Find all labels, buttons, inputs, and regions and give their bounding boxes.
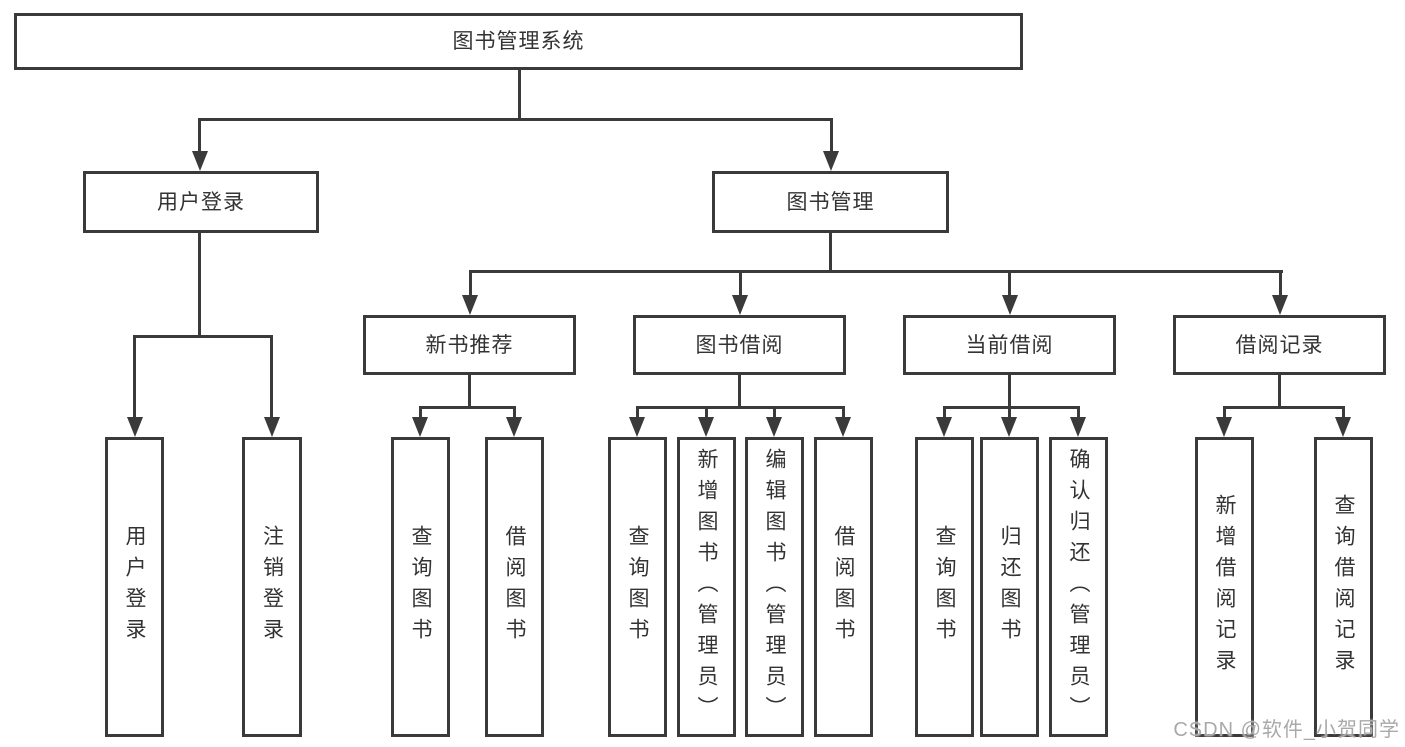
connector-book-mgmt-hline [469,270,1283,273]
connector-bb-stem [738,375,741,406]
connector-root-hline [199,118,832,121]
connector-nbr-arm-2 [513,406,516,417]
arrowhead-bb-add-book [698,417,714,437]
leaf-cb-query-books: 查询图书 [915,437,974,737]
arrowhead-book-borrow [732,295,748,315]
connector-bb-arm-1 [636,406,639,417]
connector-cb-arm-1 [943,406,946,417]
connector-root-arm-right [830,118,833,151]
connector-bb-arm-2 [705,406,708,417]
connector-bb-arm-4 [842,406,845,417]
connector-book-mgmt-arm-4 [1279,270,1282,295]
connector-br-arm-1 [1223,406,1226,417]
arrowhead-leaf-user-login [127,417,143,437]
leaf-nbr-borrow-books: 借阅图书 [485,437,544,737]
connector-user-login-arm-2 [270,335,273,417]
arrowhead-new-book-recommend [462,295,478,315]
arrowhead-nbr-borrow-books [506,417,522,437]
connector-nbr-stem [468,375,471,406]
leaf-bb-query-books: 查询图书 [608,437,667,737]
leaf-user-login: 用户登录 [105,437,164,737]
arrowhead-br-query-record [1335,417,1351,437]
arrowhead-cb-query-books [936,417,952,437]
arrowhead-user-login [192,151,208,171]
leaf-cb-confirm-return-admin: 确认归还（管理员） [1049,437,1108,737]
connector-cb-arm-2 [1008,406,1011,417]
leaf-nbr-query-books: 查询图书 [391,437,450,737]
leaf-br-add-borrow-record: 新增借阅记录 [1195,437,1254,737]
arrowhead-borrow-records [1272,295,1288,315]
arrowhead-nbr-query-books [412,417,428,437]
arrowhead-cb-confirm-return [1070,417,1086,437]
node-book-borrow: 图书借阅 [633,315,846,375]
arrowhead-br-add-record [1216,417,1232,437]
connector-user-login-hline [133,335,273,338]
connector-bb-arm-3 [773,406,776,417]
connector-book-mgmt-arm-3 [1008,270,1011,295]
connector-cb-stem [1008,375,1011,406]
leaf-bb-borrow-books: 借阅图书 [814,437,873,737]
leaf-br-query-borrow-record: 查询借阅记录 [1314,437,1373,737]
leaf-bb-edit-book-admin: 编辑图书（管理员） [745,437,804,737]
node-root: 图书管理系统 [14,13,1023,70]
watermark-text: CSDN @软件_小贺同学 [1173,719,1400,741]
connector-book-mgmt-arm-2 [739,270,742,295]
arrowhead-book-management [823,151,839,171]
connector-nbr-arm-1 [419,406,422,417]
connector-nbr-hline [419,406,516,409]
node-book-management: 图书管理 [712,171,949,233]
connector-br-stem [1278,375,1281,406]
connector-root-arm-left [198,118,201,151]
connector-br-hline [1223,406,1345,409]
connector-br-arm-2 [1342,406,1345,417]
arrowhead-cb-return-books [1001,417,1017,437]
connector-cb-arm-3 [1077,406,1080,417]
connector-user-login-stem [198,233,201,335]
arrowhead-bb-query-books [629,417,645,437]
leaf-logout-login: 注销登录 [242,437,302,737]
node-user-login: 用户登录 [83,171,319,233]
connector-user-login-arm-1 [133,335,136,417]
leaf-cb-return-books: 归还图书 [980,437,1039,737]
connector-bb-hline [636,406,845,409]
connector-root-stem [518,70,521,118]
arrowhead-leaf-logout [264,417,280,437]
arrowhead-current-borrow [1002,295,1018,315]
connector-cb-hline [943,406,1080,409]
node-current-borrow: 当前借阅 [903,315,1116,375]
connector-book-mgmt-stem [829,233,832,270]
node-new-book-recommend: 新书推荐 [363,315,576,375]
arrowhead-bb-borrow-books [835,417,851,437]
node-borrow-records: 借阅记录 [1173,315,1386,375]
arrowhead-bb-edit-book [766,417,782,437]
leaf-bb-add-book-admin: 新增图书（管理员） [677,437,736,737]
connector-book-mgmt-arm-1 [469,270,472,295]
